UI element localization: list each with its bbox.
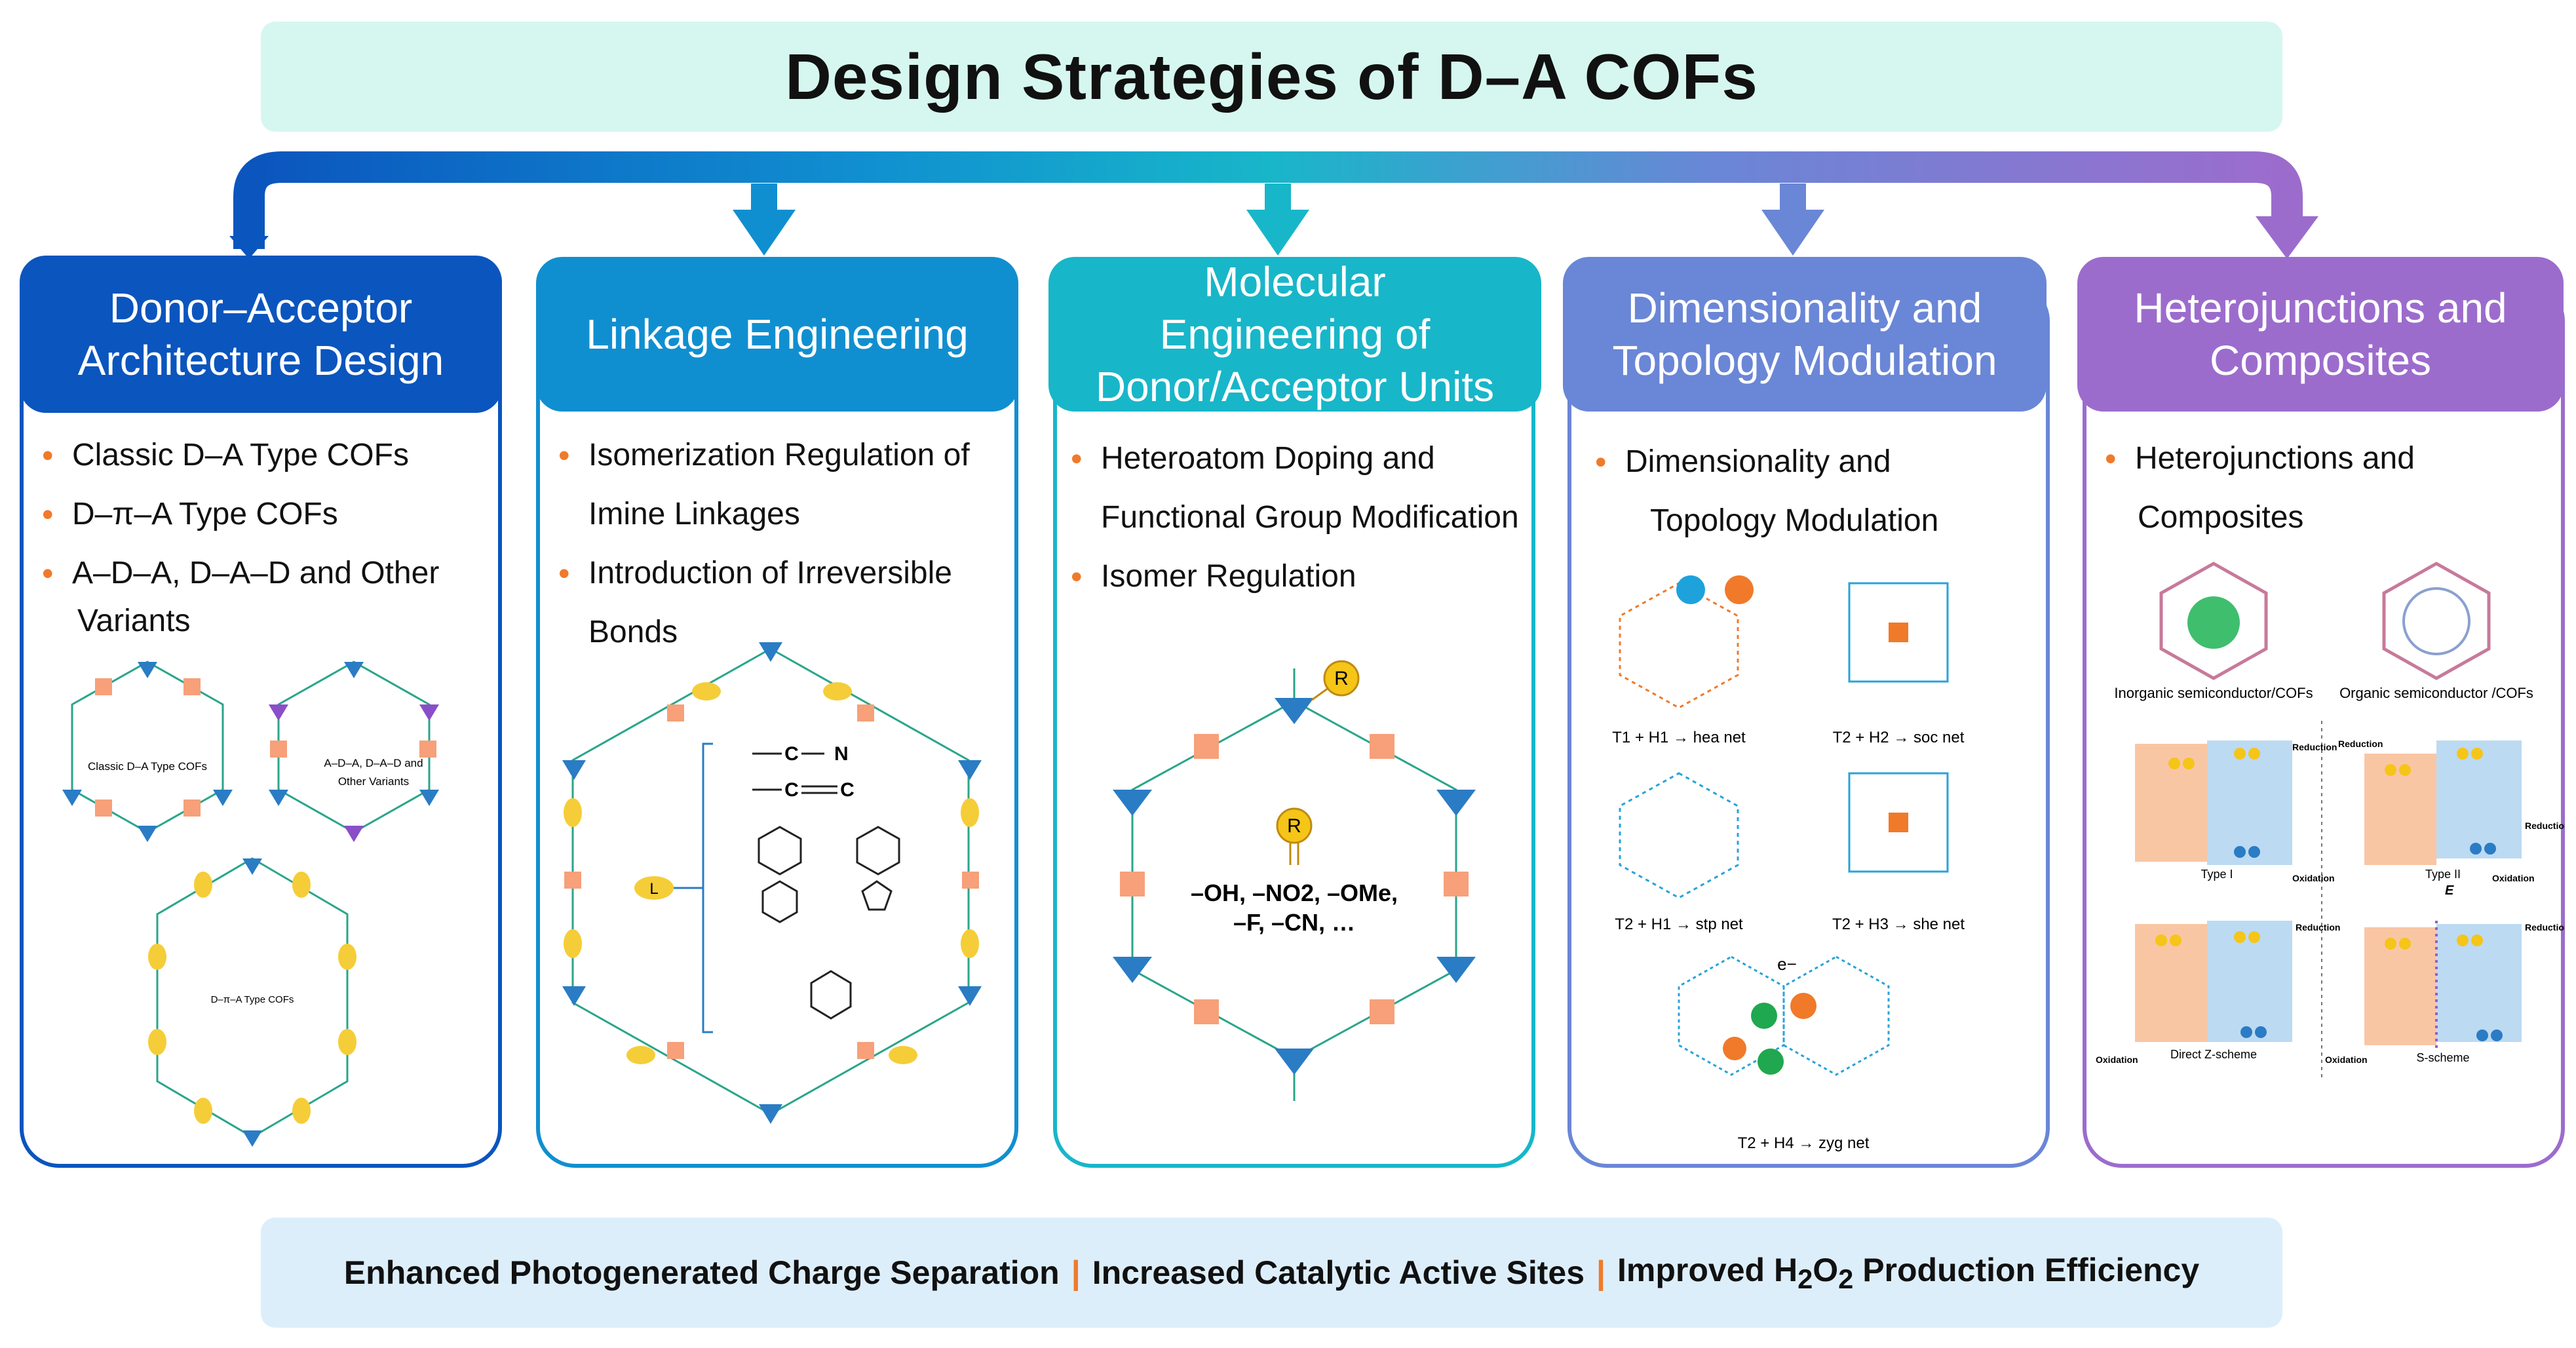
- net-label: T2 + H1 → stp net: [1615, 915, 1743, 933]
- bullet: D–π–A Type COFs: [33, 485, 491, 544]
- summary-item-3-part: O: [1813, 1251, 1839, 1288]
- panel-5-bullets: Heterojunctions and: [2096, 429, 2554, 488]
- panel-5-heading-line-1: Heterojunctions and: [2134, 284, 2507, 332]
- panel-4-heading-line-2: Topology Modulation: [1612, 337, 1997, 384]
- page-title: Design Strategies of D–A COFs: [785, 40, 1758, 113]
- subscript: 2: [1838, 1263, 1854, 1294]
- bullet: Heteroatom Doping and: [1062, 429, 1540, 488]
- panel-1-bullets: Classic D–A Type COFs D–π–A Type COFs A–…: [33, 426, 491, 603]
- atom-label: C: [784, 743, 799, 765]
- oxidation-label: Oxidation: [2292, 873, 2335, 883]
- summary-item-1: Enhanced Photogenerated Charge Separatio…: [343, 1254, 1060, 1291]
- panel-2-bullets: Isomerization Regulation of: [549, 426, 1014, 485]
- bullet: Dimensionality and: [1586, 433, 2045, 491]
- atom-label: N: [834, 743, 849, 765]
- reduction-label: Reduction: [2296, 922, 2340, 933]
- panel-3-heading-line-3: Donor/Acceptor Units: [1095, 363, 1495, 410]
- linker-label: L: [649, 880, 658, 898]
- bullet-continuation: Variants: [77, 604, 191, 638]
- bullet: Introduction of Irreversible: [549, 544, 1014, 603]
- fig-label: D–π–A Type COFs: [211, 994, 294, 1005]
- panel-3-bullets: Heteroatom Doping and: [1062, 429, 1540, 488]
- bullet: Classic D–A Type COFs: [33, 426, 491, 485]
- r-group-label: R: [1287, 815, 1301, 837]
- panel-3-figure: R R –OH, –NO2, –OMe, –F, –CN, …: [1113, 660, 1476, 1101]
- panel-4-heading-line-1: Dimensionality and: [1627, 284, 1982, 332]
- composite-label: Organic semiconductor /COFs: [2339, 685, 2533, 701]
- oxidation-label: Oxidation: [2325, 1054, 2368, 1065]
- oxidation-label: Oxidation: [2096, 1054, 2138, 1065]
- summary-item-3-part: Improved H: [1617, 1251, 1798, 1288]
- panel-4-figure: T1 + H1 → hea net T2 + H2 → soc net T2 +…: [1612, 575, 1965, 1152]
- substituent-list: –OH, –NO2, –OMe,: [1191, 879, 1398, 906]
- scheme-label: Direct Z-scheme: [2170, 1048, 2257, 1061]
- bullet: Heterojunctions and: [2096, 429, 2554, 488]
- separator: |: [1596, 1254, 1605, 1291]
- fig-label: A–D–A, D–A–D and: [324, 757, 423, 769]
- arrow-panel-1: [229, 236, 269, 259]
- arrow-panel-2: [733, 210, 796, 256]
- arrow-panel-4: [1761, 210, 1824, 256]
- panel-1-heading-line-2: Architecture Design: [77, 337, 444, 384]
- summary-item-3: Improved H2O2 Production Efficiency: [1617, 1251, 2199, 1295]
- bullet-continuation: Topology Modulation: [1650, 503, 1939, 538]
- panel-2-bullets-b: Introduction of Irreversible: [549, 544, 1014, 603]
- panel-2-heading: Linkage Engineering: [536, 257, 1018, 412]
- summary-banner: Enhanced Photogenerated Charge Separatio…: [261, 1218, 2282, 1328]
- reduction-label: Reduction: [2525, 820, 2565, 831]
- composite-label: Inorganic semiconductor/COFs: [2114, 685, 2313, 701]
- atom-label: C: [840, 779, 855, 801]
- scheme-label: Type I: [2201, 868, 2233, 881]
- reduction-label: Reduction: [2338, 739, 2383, 749]
- summary-item-2: Increased Catalytic Active Sites: [1092, 1254, 1585, 1291]
- net-label: T2 + H2 → soc net: [1833, 729, 1965, 746]
- bullet: Isomerization Regulation of: [549, 426, 1014, 485]
- panel-5-heading-line-2: Composites: [2210, 337, 2431, 384]
- bullet-continuation: Imine Linkages: [588, 497, 800, 531]
- arrow-panel-3: [1246, 210, 1309, 256]
- connector-bar: [233, 151, 2303, 249]
- scheme-label: S-scheme: [2416, 1051, 2469, 1064]
- panel-topology: [1567, 282, 2050, 1168]
- oxidation-label: Oxidation: [2492, 873, 2535, 883]
- r-group-label: R: [1334, 668, 1349, 689]
- panel-5-figure: Inorganic semiconductor/COFs Organic sem…: [2096, 562, 2565, 1081]
- summary-item-3-part: Production Efficiency: [1853, 1251, 2200, 1288]
- net-label: T2 + H3 → she net: [1832, 915, 1965, 933]
- arrow-panel-5: [2256, 216, 2318, 259]
- panel-4-bullets: Dimensionality and: [1586, 433, 2045, 491]
- subscript: 2: [1797, 1263, 1813, 1294]
- fig-label: Classic D–A Type COFs: [88, 760, 207, 773]
- reduction-label: Reduction: [2525, 922, 2565, 933]
- panel-1-heading-line-1: Donor–Acceptor: [109, 284, 413, 332]
- panel-3-heading-line-2: Engineering of: [1159, 311, 1431, 358]
- electron-label: e−: [1777, 954, 1797, 974]
- panel-3-heading-line-1: Molecular: [1204, 258, 1386, 305]
- bullet-continuation: Bonds: [588, 615, 678, 649]
- substituent-list: –F, –CN, …: [1233, 909, 1355, 936]
- atom-label: C: [784, 779, 799, 801]
- net-label: T2 + H4 → zyg net: [1738, 1134, 1870, 1152]
- scheme-label: Type II: [2425, 868, 2461, 881]
- panel-1-figure: Classic D–A Type COFs A–D–A, D–A–D and O…: [62, 661, 439, 1147]
- field-label: E: [2445, 883, 2454, 898]
- panel-2-heading-line-1: Linkage Engineering: [586, 311, 969, 358]
- panel-3-bullets-b: Isomer Regulation: [1062, 547, 1540, 606]
- bullet: Isomer Regulation: [1062, 547, 1540, 606]
- bullet-continuation: Functional Group Modification: [1101, 500, 1519, 535]
- bullet: A–D–A, D–A–D and Other: [33, 544, 491, 603]
- bullet-continuation: Composites: [2138, 500, 2304, 535]
- net-label: T1 + H1 → hea net: [1612, 729, 1746, 746]
- separator: |: [1071, 1254, 1081, 1291]
- connector-arrows: [229, 151, 2318, 259]
- panel-2-figure: L C N C C: [562, 642, 982, 1124]
- fig-label: Other Variants: [338, 775, 409, 788]
- title-banner: Design Strategies of D–A COFs: [261, 22, 2282, 132]
- reduction-label: Reduction: [2292, 742, 2337, 752]
